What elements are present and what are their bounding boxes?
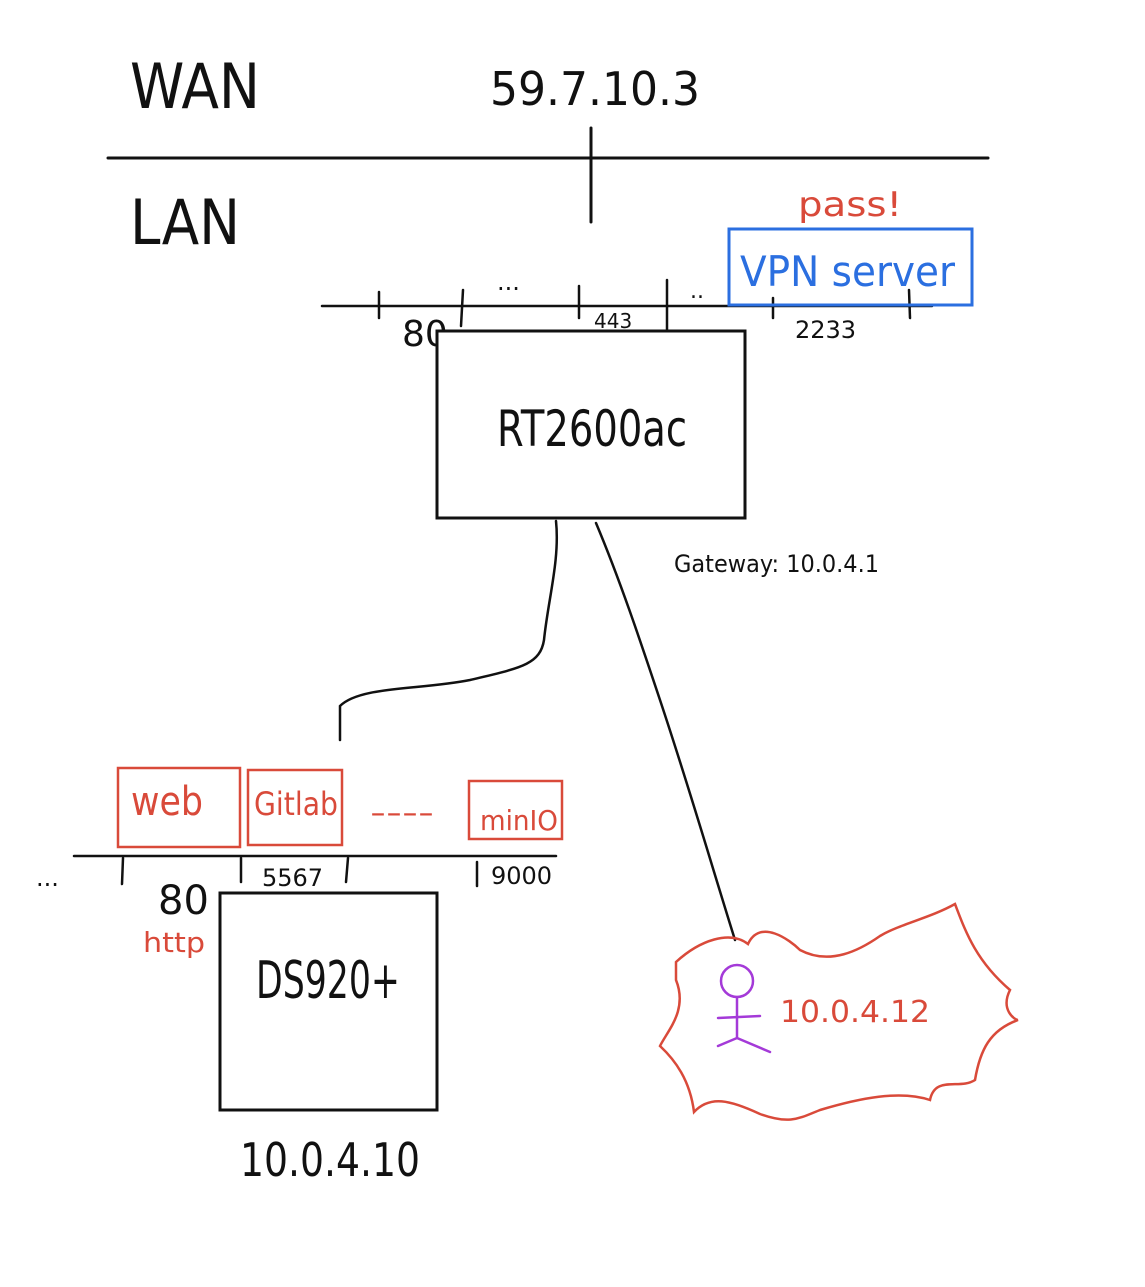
vpn-server-box — [727, 227, 974, 307]
nas-name: DS920+ — [256, 951, 400, 1011]
nas-port-tick — [344, 856, 350, 884]
service-minio-label: minIO — [480, 804, 558, 837]
nas-port-80-protocol: http — [143, 926, 205, 959]
service-box-gitlab — [246, 768, 344, 847]
wan-label: WAN — [130, 50, 260, 123]
router-port-443: 443 — [594, 309, 632, 333]
nas-ip: 10.0.4.10 — [240, 1133, 420, 1187]
person-arms — [716, 1014, 762, 1020]
person-leg-right — [735, 1036, 772, 1054]
router-name: RT2600ac — [497, 400, 687, 458]
nas-service-boxes — [116, 766, 564, 849]
nas-box — [218, 891, 439, 1112]
nas-port-bar — [72, 854, 558, 888]
person-icon — [716, 963, 772, 1054]
router-port-2233: 2233 — [795, 316, 856, 344]
router-to-nas-cable — [338, 519, 559, 742]
client-burst — [658, 902, 1019, 1121]
nas-port-9000: 9000 — [491, 862, 552, 890]
service-gitlab-label: Gitlab — [254, 785, 338, 823]
nas-port-tick — [120, 856, 125, 886]
nas-port-5567: 5567 — [262, 864, 323, 892]
router-to-client-cable — [594, 521, 737, 942]
lan-label: LAN — [130, 186, 240, 259]
service-box-minio — [467, 779, 564, 841]
wan-ip: 59.7.10.3 — [490, 62, 700, 116]
service-box-web — [116, 766, 242, 849]
wan-lan-divider — [106, 126, 990, 224]
client-ip: 10.0.4.12 — [780, 995, 930, 1030]
nas-port-ellipsis: ... — [36, 864, 59, 892]
person-leg-left — [716, 1036, 739, 1048]
router-port-ellipsis: ... — [497, 268, 520, 296]
router-box — [435, 329, 747, 520]
vpn-server-label: VPN server — [740, 247, 956, 296]
nas-port-80: 80 — [158, 878, 209, 924]
router-port-ellipsis: .. — [690, 279, 704, 304]
router-port-tick — [459, 288, 465, 328]
service-web-label: web — [131, 779, 203, 825]
router-gateway: Gateway: 10.0.4.1 — [674, 550, 879, 578]
service-ellipsis: ---- — [370, 796, 434, 829]
vpn-pass-note: pass! — [798, 185, 902, 225]
cables — [338, 519, 737, 942]
